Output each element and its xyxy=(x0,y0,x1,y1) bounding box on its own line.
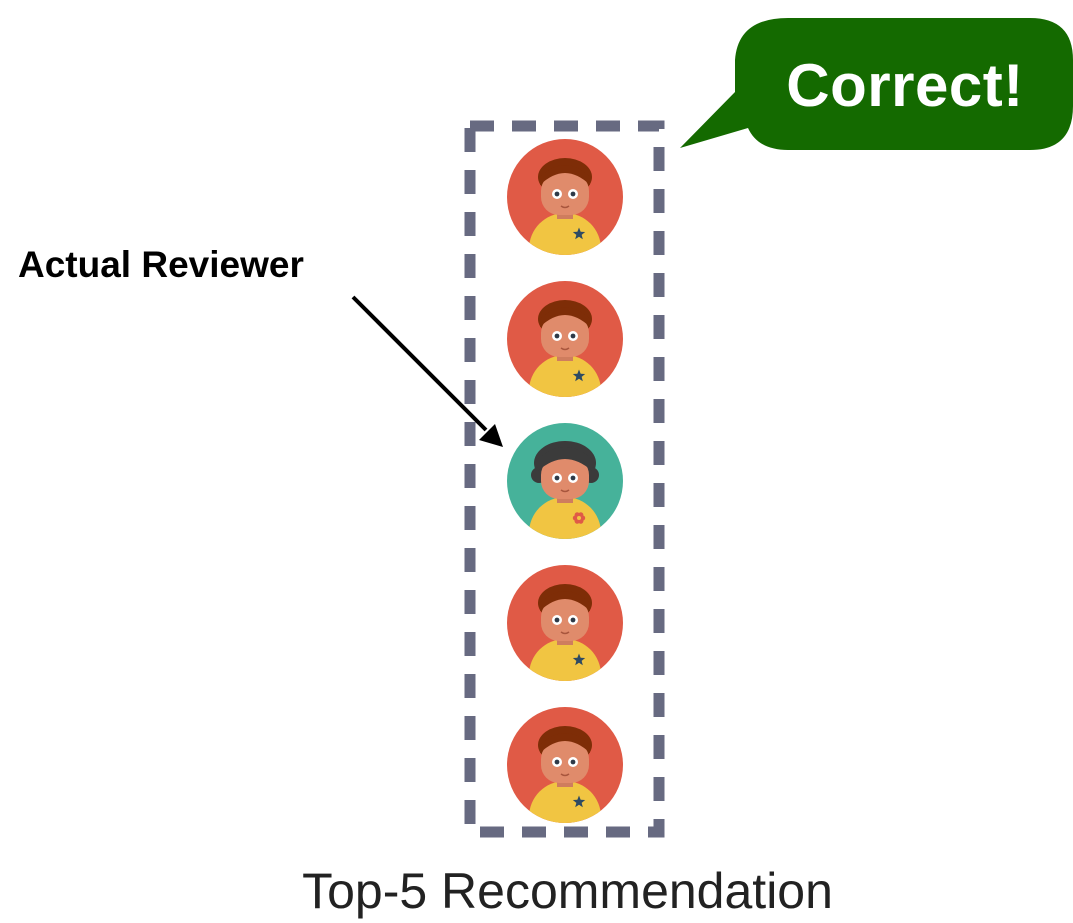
avatar-mouth xyxy=(560,489,570,493)
avatar-pupil xyxy=(570,475,576,481)
caption: Top-5 Recommendation xyxy=(302,863,833,919)
avatar-body xyxy=(529,781,601,823)
avatar-fringe xyxy=(540,733,590,753)
arrow xyxy=(351,295,503,447)
avatar-fringe xyxy=(540,591,590,611)
speech-bubble-shape xyxy=(680,18,1073,150)
avatar-figure xyxy=(529,441,601,539)
avatar-pupil xyxy=(570,617,576,623)
actual-reviewer-label: Actual Reviewer xyxy=(18,244,304,285)
avatar-face xyxy=(541,599,589,641)
avatar xyxy=(507,139,623,255)
avatar-list xyxy=(507,139,623,823)
avatar-figure xyxy=(529,726,601,823)
avatar-pupil xyxy=(554,617,560,623)
avatar xyxy=(507,281,623,397)
avatar-figure xyxy=(529,584,601,681)
star-icon xyxy=(572,227,586,240)
avatar-face xyxy=(541,457,589,499)
avatar-pupil xyxy=(570,191,576,197)
star-icon xyxy=(572,369,586,382)
flower-center xyxy=(577,516,581,520)
avatar-face xyxy=(541,741,589,783)
avatar-body xyxy=(529,213,601,255)
avatar-body xyxy=(529,639,601,681)
avatar xyxy=(507,565,623,681)
avatar-actual-reviewer xyxy=(507,423,623,539)
avatar-pupil xyxy=(554,333,560,339)
avatar-body xyxy=(529,497,601,539)
avatar-pupil xyxy=(554,759,560,765)
avatar-face xyxy=(541,173,589,215)
avatar-body xyxy=(529,355,601,397)
avatar-fringe xyxy=(540,165,590,185)
avatar-fringe xyxy=(538,447,592,471)
avatar-pupil xyxy=(570,759,576,765)
avatar-fringe xyxy=(540,307,590,327)
avatar-mouth xyxy=(560,205,570,209)
speech-bubble xyxy=(680,18,1073,150)
avatar-pupil xyxy=(554,475,560,481)
star-icon xyxy=(572,795,586,808)
avatar-pupil xyxy=(554,191,560,197)
avatar-face xyxy=(541,315,589,357)
arrow-head xyxy=(479,424,503,447)
avatar-figure xyxy=(529,300,601,397)
recommendation-box xyxy=(464,120,665,838)
avatar-pupil xyxy=(570,333,576,339)
avatar-mouth xyxy=(560,347,570,351)
avatar-mouth xyxy=(560,773,570,777)
avatar xyxy=(507,707,623,823)
avatar-mouth xyxy=(560,631,570,635)
flower-icon xyxy=(572,512,586,524)
speech-bubble-text: Correct! xyxy=(786,51,1024,119)
star-icon xyxy=(572,653,586,666)
avatar-figure xyxy=(529,158,601,255)
